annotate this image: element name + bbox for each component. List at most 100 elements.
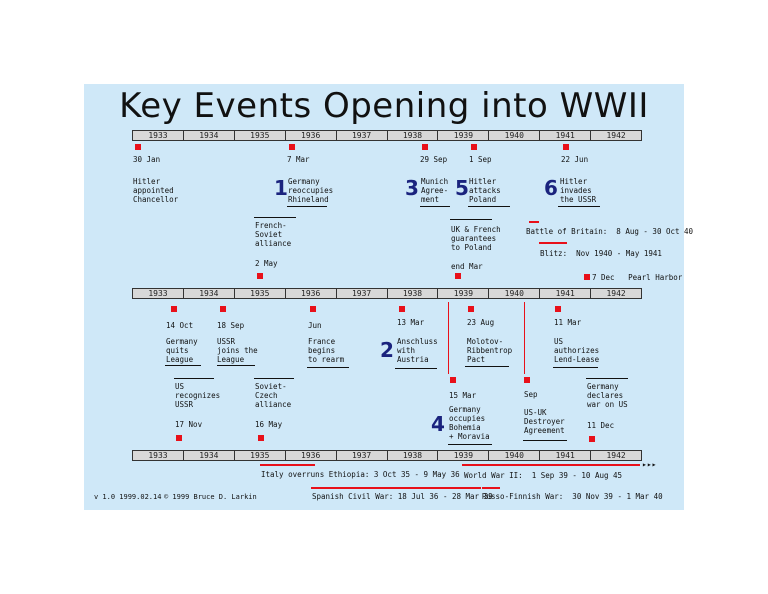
year-tick: 1936 [285,451,337,460]
year-axis-bottom: 1933 1934 1935 1936 1937 1938 1939 1940 … [132,450,642,461]
event-number: 4 [431,412,445,436]
event-marker [258,435,264,441]
underline [165,365,201,366]
event-marker [450,377,456,383]
year-tick: 1938 [387,289,439,298]
event-date: Jun [308,321,322,330]
version-label: v 1.0 1999.02.14 [94,493,162,501]
underline [254,217,296,218]
underline [174,378,214,379]
underline [307,367,349,368]
timeline-panel: Key Events Opening into WWII 1933 1934 1… [84,84,693,510]
event-text: Germany reoccupies Rhineland [288,177,334,204]
year-tick: 1938 [387,451,439,460]
event-marker [135,144,141,150]
underline [395,368,437,369]
event-number: 1 [274,176,288,200]
event-text: Germany quits League [166,337,198,364]
war-bar [529,221,539,223]
event-date: 11 Dec [587,421,615,430]
year-tick: 1942 [591,451,642,460]
event-marker [257,273,263,279]
year-tick: 1935 [234,451,286,460]
event-marker [584,274,590,280]
event-number: 2 [380,338,394,362]
event-marker [524,377,530,383]
war-bar-ww2 [462,464,640,466]
event-text: Germany occupies Bohemia + Moravia [449,405,490,441]
connector-line [524,302,525,374]
page-title: Key Events Opening into WWII [119,86,649,126]
event-marker [171,306,177,312]
war-bar-spain [311,487,481,489]
event-text: Blitz: Nov 1940 - May 1941 [540,249,662,258]
event-number: 3 [405,176,419,200]
underline [553,367,598,368]
event-date: 17 Nov [175,420,203,429]
event-text: 7 Dec Pearl Harbor [592,273,683,282]
underline [448,444,492,445]
year-tick: 1935 [234,131,286,140]
year-tick: 1941 [540,289,592,298]
war-bar-finn [482,487,500,489]
arrow-icon: ▸▸▸ [642,460,657,469]
event-date: 16 May [255,420,283,429]
event-date: 30 Jan [133,155,161,164]
year-tick: 1939 [438,451,490,460]
event-marker [468,306,474,312]
event-text: Germany declares war on US [587,382,628,409]
year-tick: 1933 [133,289,184,298]
connector-line [448,302,449,374]
event-date: 15 Mar [449,391,477,400]
underline [254,378,294,379]
year-tick: 1937 [336,289,388,298]
year-tick: 1941 [540,451,592,460]
event-text: Anschluss with Austria [397,337,438,364]
year-tick: 1938 [387,131,439,140]
event-text: Battle of Britain: 8 Aug - 30 Oct 40 [526,227,694,236]
event-marker [422,144,428,150]
event-text: US-UK Destroyer Agreement [524,408,565,435]
underline [420,206,450,207]
event-marker [176,435,182,441]
event-marker [555,306,561,312]
event-number: 5 [455,176,469,200]
event-date: 7 Mar [287,155,310,164]
event-marker [399,306,405,312]
war-bar [539,242,567,244]
year-tick: 1942 [591,131,642,140]
year-tick: 1936 [285,131,337,140]
year-axis-middle: 1933 1934 1935 1936 1937 1938 1939 1940 … [132,288,642,299]
year-tick: 1933 [133,451,184,460]
event-text: US authorizes Lend-Lease [554,337,600,364]
year-tick: 1941 [540,131,592,140]
copyright-label: © 1999 Bruce D. Larkin [164,493,257,501]
underline [450,219,492,220]
event-marker [289,144,295,150]
event-marker [471,144,477,150]
event-date: 14 Oct [166,321,194,330]
year-tick: 1937 [336,131,388,140]
war-label: Spanish Civil War: 18 Jul 36 - 28 Mar 39 [312,492,493,501]
event-date: 18 Sep [217,321,245,330]
underline [468,206,510,207]
year-tick: 1940 [489,289,541,298]
event-date: 11 Mar [554,318,582,327]
year-tick: 1934 [183,451,235,460]
event-marker [455,273,461,279]
underline [465,366,509,367]
year-tick: 1937 [336,451,388,460]
event-text: France begins to rearm [308,337,345,364]
event-text: Hitler appointed Chancellor [133,177,179,204]
event-date: end Mar [451,262,483,271]
event-marker [563,144,569,150]
event-text: Soviet- Czech alliance [255,382,292,409]
event-text: Hitler attacks Poland [469,177,501,204]
event-text: Molotov- Ribbentrop Pact [467,337,513,364]
year-axis-top: 1933 1934 1935 1936 1937 1938 1939 1940 … [132,130,642,141]
year-tick: 1942 [591,289,642,298]
year-tick: 1939 [438,289,490,298]
war-label: Italy overruns Ethiopia: 3 Oct 35 - 9 Ma… [261,470,460,479]
event-date: 29 Sep [420,155,448,164]
event-text: UK & French guarantees to Poland [451,225,501,252]
